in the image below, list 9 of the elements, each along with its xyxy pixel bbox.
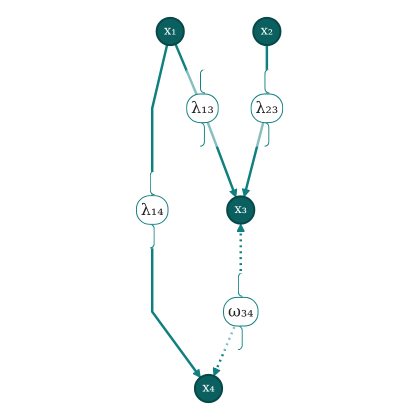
- edge-label: λ₁₄: [141, 200, 164, 219]
- edge-label: ω₃₄: [228, 302, 254, 321]
- node-circle: x₃: [226, 195, 256, 225]
- edge-label: λ₁₃: [192, 98, 214, 118]
- node-circle: x₂: [252, 16, 282, 46]
- node-circle: x₁: [156, 16, 186, 46]
- arrow: [174, 44, 238, 198]
- node-circle: x₄: [194, 374, 224, 404]
- edge-label: λ₂₃: [256, 98, 279, 118]
